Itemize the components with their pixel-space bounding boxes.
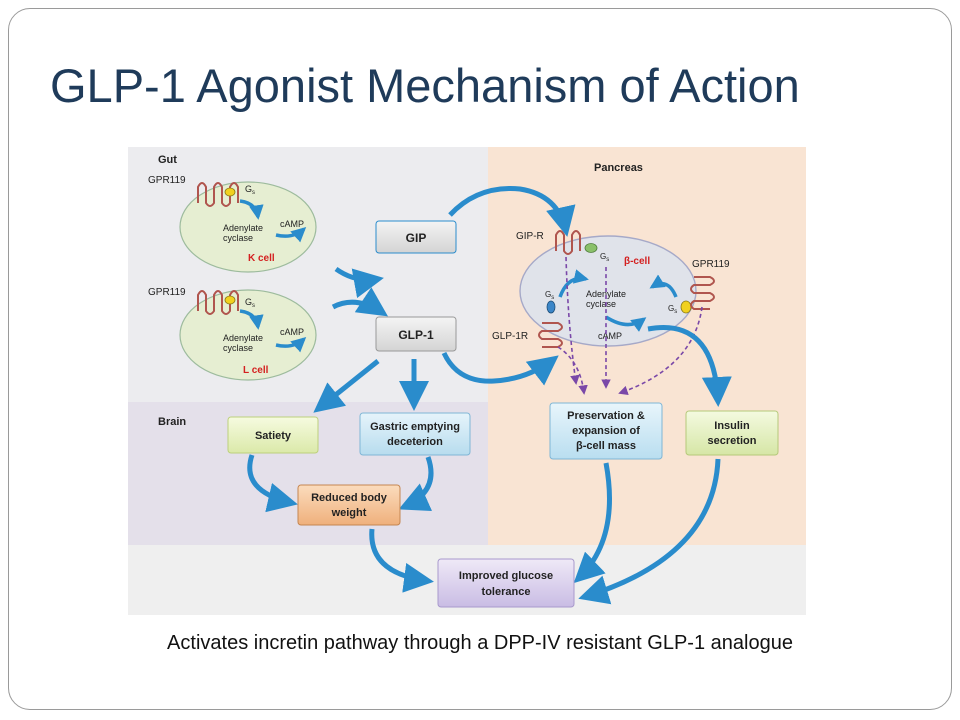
gpr119-to-preservation-dashed-arrow-icon bbox=[618, 306, 703, 395]
beta-cell-camp-arrow-icon bbox=[605, 315, 647, 332]
gpr119-receptor-icon bbox=[197, 290, 239, 315]
preservation-box bbox=[549, 402, 663, 460]
l-cell-camp: cAMP bbox=[280, 327, 304, 337]
k-cell-cyclase: cyclase bbox=[223, 233, 253, 243]
satiety-box bbox=[227, 416, 319, 454]
k-cell-gpr119-label: GPR119 bbox=[148, 175, 186, 186]
l-cell-arrow-icon bbox=[239, 309, 264, 330]
glucose-tolerance-label-1: Improved glucose bbox=[459, 570, 553, 582]
gip-r-receptor-icon bbox=[555, 230, 581, 255]
beta-cell-to-insulin-arrow-icon bbox=[647, 325, 732, 407]
beta-cell-adenylate: Adenylate bbox=[586, 289, 626, 299]
k-cell-to-gip-arrow-icon bbox=[334, 266, 384, 299]
k-cell-label: K cell bbox=[248, 253, 275, 264]
l-cell-gs: Gs bbox=[245, 297, 255, 309]
glucose-tolerance-label-2: tolerance bbox=[482, 586, 531, 598]
gip-r-label: GIP-R bbox=[516, 231, 544, 242]
gip-to-gipr-arrow-icon bbox=[448, 186, 576, 237]
preservation-label-2: expansion of bbox=[572, 425, 640, 437]
gastric-emptying-box bbox=[359, 412, 471, 456]
gs-protein-icon bbox=[546, 300, 556, 314]
glp1-to-satiety-arrow-icon bbox=[313, 359, 380, 413]
k-cell-camp: cAMP bbox=[280, 219, 304, 229]
preservation-to-glucose-arrow-icon bbox=[573, 462, 612, 584]
glp1r-to-preservation-dashed-arrow-icon bbox=[557, 346, 588, 395]
insulin-secretion-label-2: secretion bbox=[708, 435, 757, 447]
reduced-body-weight-box bbox=[297, 484, 401, 526]
l-cell-adenylate: Adenylate bbox=[223, 333, 263, 343]
gastric-emptying-label-2: deceterion bbox=[387, 436, 443, 448]
preservation-label-3: β-cell mass bbox=[576, 440, 636, 452]
beta-cell-camp: cAMP bbox=[598, 331, 622, 341]
gut-label: Gut bbox=[158, 154, 177, 166]
glp1-label: GLP-1 bbox=[398, 328, 434, 342]
gs-protein-icon bbox=[584, 243, 598, 253]
gpr119-receptor-icon bbox=[690, 276, 715, 310]
k-cell-adenylate: Adenylate bbox=[223, 223, 263, 233]
glp1-r-label: GLP-1R bbox=[492, 331, 528, 342]
reduced-body-weight-label-2: weight bbox=[331, 507, 367, 519]
beta-cell-gs-right: Gs bbox=[668, 304, 677, 315]
insulin-to-glucose-arrow-icon bbox=[578, 458, 721, 605]
slide-title: GLP-1 Agonist Mechanism of Action bbox=[50, 59, 800, 112]
beta-cell-cyclase: cyclase bbox=[586, 299, 616, 309]
satiety-to-reduced-arrow-icon bbox=[247, 454, 298, 513]
glp1-to-glp1r-arrow-icon bbox=[441, 351, 559, 386]
beta-cell-label: β-cell bbox=[624, 256, 650, 267]
l-cell-camp-arrow-icon bbox=[275, 337, 307, 353]
k-cell-camp-arrow-icon bbox=[275, 227, 307, 243]
brain-label: Brain bbox=[158, 416, 186, 428]
insulin-secretion-label-1: Insulin bbox=[714, 420, 750, 432]
satiety-label: Satiety bbox=[255, 430, 292, 442]
pancreas-region bbox=[488, 147, 806, 545]
beta-cell-gpr119-arrow-icon bbox=[649, 274, 678, 298]
gs-protein-icon bbox=[224, 295, 236, 305]
l-cell-cyclase: cyclase bbox=[223, 343, 253, 353]
l-cell: Gs Adenylate cyclase cAMP L cell bbox=[179, 289, 317, 381]
l-cell-label: L cell bbox=[243, 365, 269, 376]
beta-cell-gpr119-label: GPR119 bbox=[692, 259, 730, 270]
glucose-tolerance-box bbox=[437, 558, 575, 608]
gip-box bbox=[375, 220, 457, 254]
pancreas-label: Pancreas bbox=[594, 162, 643, 174]
l-cell-gpr119-label: GPR119 bbox=[148, 287, 186, 298]
gut-region bbox=[128, 147, 488, 402]
glp1-box bbox=[375, 316, 457, 352]
k-cell-arrow-icon bbox=[239, 199, 264, 220]
beta-cell-gs-top: Gs bbox=[600, 252, 609, 263]
l-cell-to-glp1-arrow-icon bbox=[331, 287, 388, 317]
mechanism-diagram: Gut Brain Pancreas Gs Adenylate cyclase … bbox=[128, 147, 806, 615]
reduced-to-glucose-arrow-icon bbox=[369, 528, 434, 593]
glp1-r-receptor-icon bbox=[538, 322, 563, 348]
gs-protein-icon bbox=[224, 187, 236, 197]
beta-cell-gs-left: Gs bbox=[545, 290, 554, 301]
gip-label: GIP bbox=[406, 231, 427, 245]
insulin-secretion-box bbox=[685, 410, 779, 456]
beta-cell-left-arrow-icon bbox=[558, 269, 589, 298]
k-cell: Gs Adenylate cyclase cAMP K cell bbox=[179, 181, 317, 273]
slide-caption: Activates incretin pathway through a DPP… bbox=[167, 632, 793, 654]
gpr119-receptor-icon bbox=[197, 182, 239, 207]
gastric-emptying-label-1: Gastric emptying bbox=[370, 421, 460, 433]
gipr-to-preservation-dashed-arrow-icon bbox=[565, 256, 580, 385]
k-cell-gs: Gs bbox=[245, 184, 255, 196]
beta-cell: Gs Gs β-cell Adenylate cyclase Gs cAMP bbox=[519, 230, 697, 348]
preservation-label-1: Preservation & bbox=[567, 410, 645, 422]
gastric-to-reduced-arrow-icon bbox=[398, 456, 434, 511]
gs-protein-icon bbox=[680, 300, 692, 314]
reduced-body-weight-label-1: Reduced body bbox=[311, 492, 388, 504]
